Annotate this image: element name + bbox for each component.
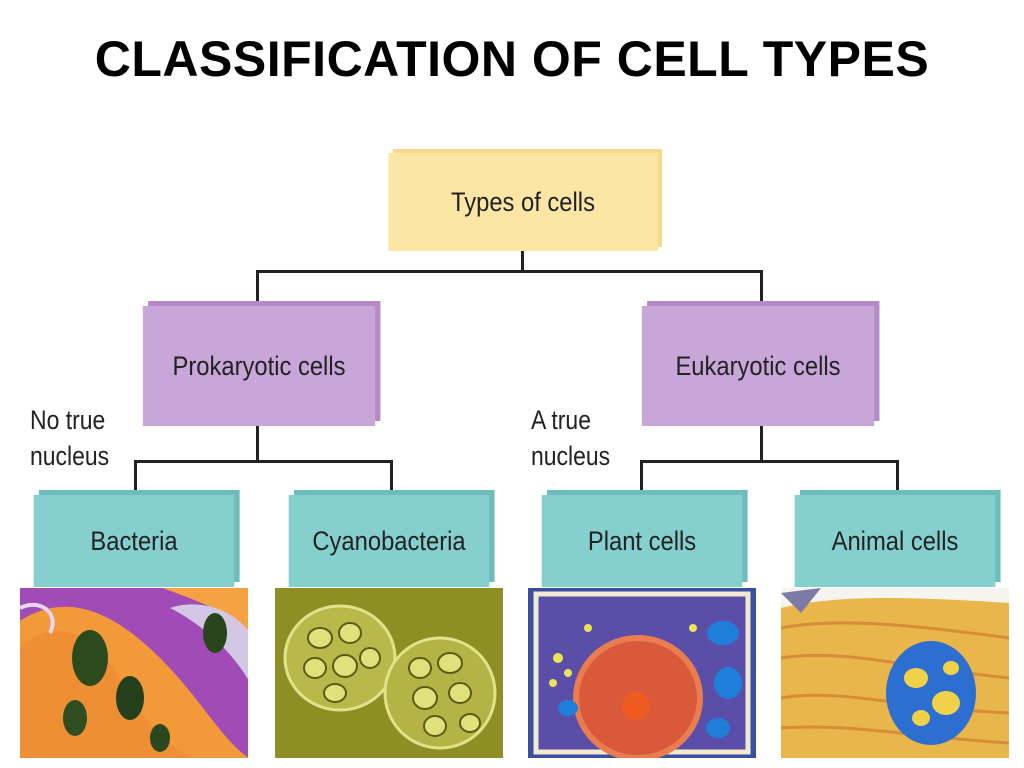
connector-to-bacteria bbox=[134, 460, 137, 495]
node-label: Bacteria bbox=[90, 525, 178, 556]
connector-prokaryotic-horizontal bbox=[134, 460, 393, 463]
note-line: A true bbox=[531, 405, 591, 435]
connector-to-prokaryotic bbox=[256, 270, 259, 306]
node-label: Types of cells bbox=[451, 186, 595, 217]
cyanobacteria-micrograph-image bbox=[275, 588, 503, 758]
connector-root-horizontal bbox=[256, 270, 763, 273]
node-cyanobacteria: Cyanobacteria bbox=[288, 495, 490, 587]
connector-to-eukaryotic bbox=[760, 270, 763, 306]
plant-cell-micrograph-image bbox=[528, 588, 756, 758]
connector-eukaryotic-down bbox=[760, 426, 763, 462]
node-label: Prokaryotic cells bbox=[172, 350, 346, 381]
note-line: No true bbox=[30, 405, 106, 435]
note-no-true-nucleus: No true nucleus bbox=[30, 402, 109, 474]
node-bacteria: Bacteria bbox=[33, 495, 235, 587]
bacteria-micrograph-image bbox=[20, 588, 248, 758]
connector-prokaryotic-down bbox=[256, 426, 259, 462]
connector-eukaryotic-horizontal bbox=[640, 460, 899, 463]
node-prokaryotic-cells: Prokaryotic cells bbox=[142, 306, 376, 426]
node-label: Plant cells bbox=[587, 525, 697, 556]
connector-root-down bbox=[521, 251, 524, 272]
connector-to-cyanobacteria bbox=[390, 460, 393, 495]
connector-to-plant-cells bbox=[640, 460, 643, 495]
connector-to-animal-cells bbox=[896, 460, 899, 495]
note-line: nucleus bbox=[30, 441, 110, 471]
animal-cell-micrograph-image bbox=[781, 588, 1009, 758]
node-eukaryotic-cells: Eukaryotic cells bbox=[641, 306, 875, 426]
node-label: Animal cells bbox=[831, 525, 959, 556]
node-animal-cells: Animal cells bbox=[794, 495, 996, 587]
note-a-true-nucleus: A true nucleus bbox=[531, 402, 610, 474]
page-title: CLASSIFICATION OF CELL TYPES bbox=[94, 31, 930, 87]
node-types-of-cells: Types of cells bbox=[388, 153, 658, 251]
node-label: Cyanobacteria bbox=[312, 525, 466, 556]
note-line: nucleus bbox=[531, 441, 611, 471]
node-label: Eukaryotic cells bbox=[675, 350, 841, 381]
node-plant-cells: Plant cells bbox=[541, 495, 743, 587]
